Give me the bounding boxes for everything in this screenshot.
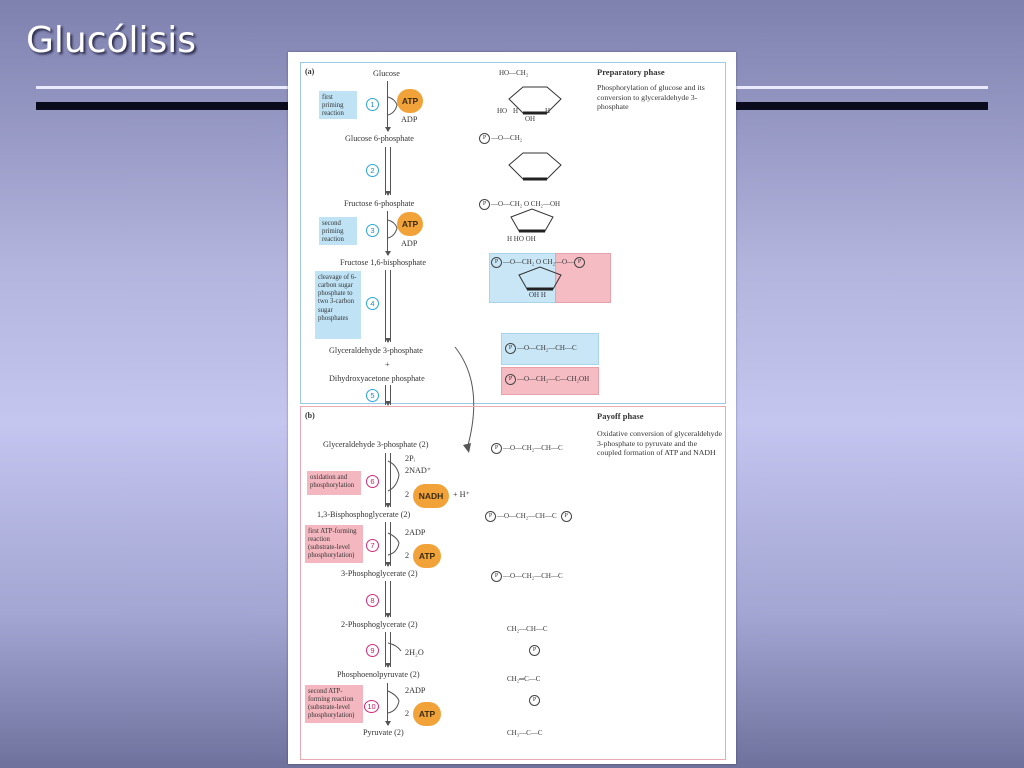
cofactor-curve-10: [387, 690, 400, 714]
metabolite-glucose: Glucose: [373, 69, 400, 78]
label-first-priming: first priming reaction: [319, 91, 357, 119]
cofactor-2h2o: 2H₂O: [405, 648, 424, 657]
cofactor-2nad: 2NAD⁺: [405, 466, 432, 475]
preparatory-phase-panel: (a) Preparatory phase Phosphorylation of…: [300, 62, 726, 453]
cofactor-2adp-10: 2ADP: [405, 686, 426, 695]
step-7-marker: 7: [366, 539, 379, 552]
step-4-marker: 4: [366, 297, 379, 310]
label-oxidation-phosphorylation: oxidation and phosphorylation: [307, 471, 361, 495]
g6p-struct-top: P—O—CH₂: [479, 133, 522, 144]
metabolite-3-phosphoglycerate: 3-Phosphoglycerate (2): [341, 569, 418, 578]
glucose-ring-label-2: OH: [525, 115, 536, 123]
atp7-coefficient: 2: [405, 551, 410, 560]
cofactor-2pi: 2Pᵢ: [405, 454, 415, 463]
step-9-marker: 9: [366, 644, 379, 657]
reaction-arrow-3: [385, 211, 391, 256]
dhap-highlight: [501, 367, 599, 395]
f6p-ring: [510, 208, 554, 233]
reaction-arrow-8: [385, 581, 391, 618]
dhap-structure: P—O—CH₂—C—CH₂OH: [505, 374, 589, 385]
atp10-coefficient: 2: [405, 709, 410, 718]
fbp-ring: [518, 266, 562, 291]
metabolite-pyruvate: Pyruvate (2): [363, 728, 404, 737]
struct-pep: CH₂═C—C: [507, 675, 541, 683]
atp-coin-1: ATP: [397, 89, 423, 113]
atp-coin-2: ATP: [397, 212, 423, 236]
cofactor-2adp-7: 2ADP: [405, 528, 426, 537]
cofactor-curve-9: [387, 642, 402, 652]
metabolite-fructose-1-6-bisphosphate: Fructose 1,6-bisphosphate: [340, 258, 426, 267]
gap-highlight: [501, 333, 599, 365]
struct-2pg: CH₂—CH—C: [507, 625, 548, 633]
step-6-marker: 6: [366, 475, 379, 488]
label-first-atp-forming: first ATP-forming reaction (substrate-le…: [305, 525, 363, 563]
payoff-phase-title: Payoff phase: [597, 411, 644, 421]
nadh-coefficient: 2: [405, 490, 410, 499]
metabolite-fructose-6-phosphate: Fructose 6-phosphate: [344, 199, 415, 208]
label-second-atp-forming: second ATP-forming reaction (substrate-l…: [305, 685, 363, 723]
struct-2pg-phosphate: P: [529, 645, 541, 656]
label-second-priming: second priming reaction: [319, 217, 357, 245]
reaction-arrow-9: [385, 632, 391, 668]
g6p-ring: [508, 152, 562, 181]
struct-pyruvate: CH₃—C—C: [507, 729, 543, 737]
f6p-struct: P—O—CH₂ O CH₂—OH: [479, 199, 560, 210]
preparatory-phase-description: Phosphorylation of glucose and its conve…: [597, 83, 705, 111]
struct-3pg: P—O—CH₂—CH—C: [491, 571, 563, 582]
glucose-struct-top: HO—CH₂: [499, 69, 529, 77]
metabolite-dihydroxyacetone-phosphate: Dihydroxyacetone phosphate: [329, 374, 425, 383]
glucose-ring: [508, 86, 562, 115]
glucose-ring-label-3: HO: [497, 107, 508, 115]
atp-coin-10: ATP: [413, 702, 441, 726]
slide-title: Glucólisis: [26, 20, 197, 61]
reaction-arrow-2: [385, 147, 391, 196]
step-1-marker: 1: [366, 98, 379, 111]
glycolysis-figure: (a) Preparatory phase Phosphorylation of…: [288, 52, 736, 764]
cofactor-h-plus: + H⁺: [453, 490, 470, 499]
cofactor-curve-6: [387, 460, 400, 492]
metabolite-glucose-6-phosphate: Glucose 6-phosphate: [345, 134, 414, 143]
metabolite-gap-2: Glyceraldehyde 3-phosphate (2): [323, 440, 429, 449]
f6p-substituents: H HO OH: [507, 235, 536, 243]
payoff-phase-description: Oxidative conversion of glyceraldehyde 3…: [597, 429, 722, 457]
reaction-arrow-4: [385, 270, 391, 343]
step-8-marker: 8: [366, 594, 379, 607]
cofactor-curve-2: [387, 219, 398, 239]
struct-pep-phosphate: P: [529, 695, 541, 706]
label-cleavage: cleavage of 6-carbon sugar phosphate to …: [315, 271, 361, 339]
fbp-substituents: OH H: [529, 291, 546, 299]
metabolite-2-phosphoglycerate: 2-Phosphoglycerate (2): [341, 620, 418, 629]
cofactor-curve-7: [387, 532, 400, 556]
metabolite-phosphoenolpyruvate: Phosphoenolpyruvate (2): [337, 670, 420, 679]
reaction-arrow-10: [385, 683, 391, 726]
panel-a-tag: (a): [305, 67, 315, 76]
adp-2: ADP: [401, 239, 418, 248]
reaction-arrow-5: [385, 385, 391, 406]
metabolite-1-3-bisphosphoglycerate: 1,3-Bisphosphoglycerate (2): [317, 510, 411, 519]
glucose-ring-label-4: H: [545, 107, 551, 115]
reaction-arrow-7: [385, 522, 391, 567]
preparatory-phase-title: Preparatory phase: [597, 67, 665, 77]
panel-b-tag: (b): [305, 411, 315, 420]
step-10-marker: 10: [364, 700, 379, 713]
fbp-struct: P—O—CH₂ O CH₂—O—P: [491, 257, 586, 268]
reaction-arrow-6: [385, 453, 391, 508]
metabolite-glyceraldehyde-3-phosphate: Glyceraldehyde 3-phosphate: [329, 346, 423, 355]
adp-1: ADP: [401, 115, 418, 124]
atp-coin-7: ATP: [413, 544, 441, 568]
gap-structure: P—O—CH₂—CH—C: [505, 343, 577, 354]
nadh-coin: NADH: [413, 484, 449, 508]
step-5-marker: 5: [366, 389, 379, 402]
struct-gap-payoff: P—O—CH₂—CH—C: [491, 443, 563, 454]
step-2-marker: 2: [366, 164, 379, 177]
glucose-ring-label-1: H: [513, 107, 519, 115]
reaction-arrow-1: [385, 81, 391, 132]
dhap-to-gap-curved-arrow: [454, 346, 475, 453]
payoff-phase-panel: (b) Payoff phase Oxidative conversion of…: [300, 406, 726, 760]
step-3-marker: 3: [366, 224, 379, 237]
plus-sign: +: [385, 360, 390, 369]
cofactor-curve-1: [387, 96, 398, 116]
